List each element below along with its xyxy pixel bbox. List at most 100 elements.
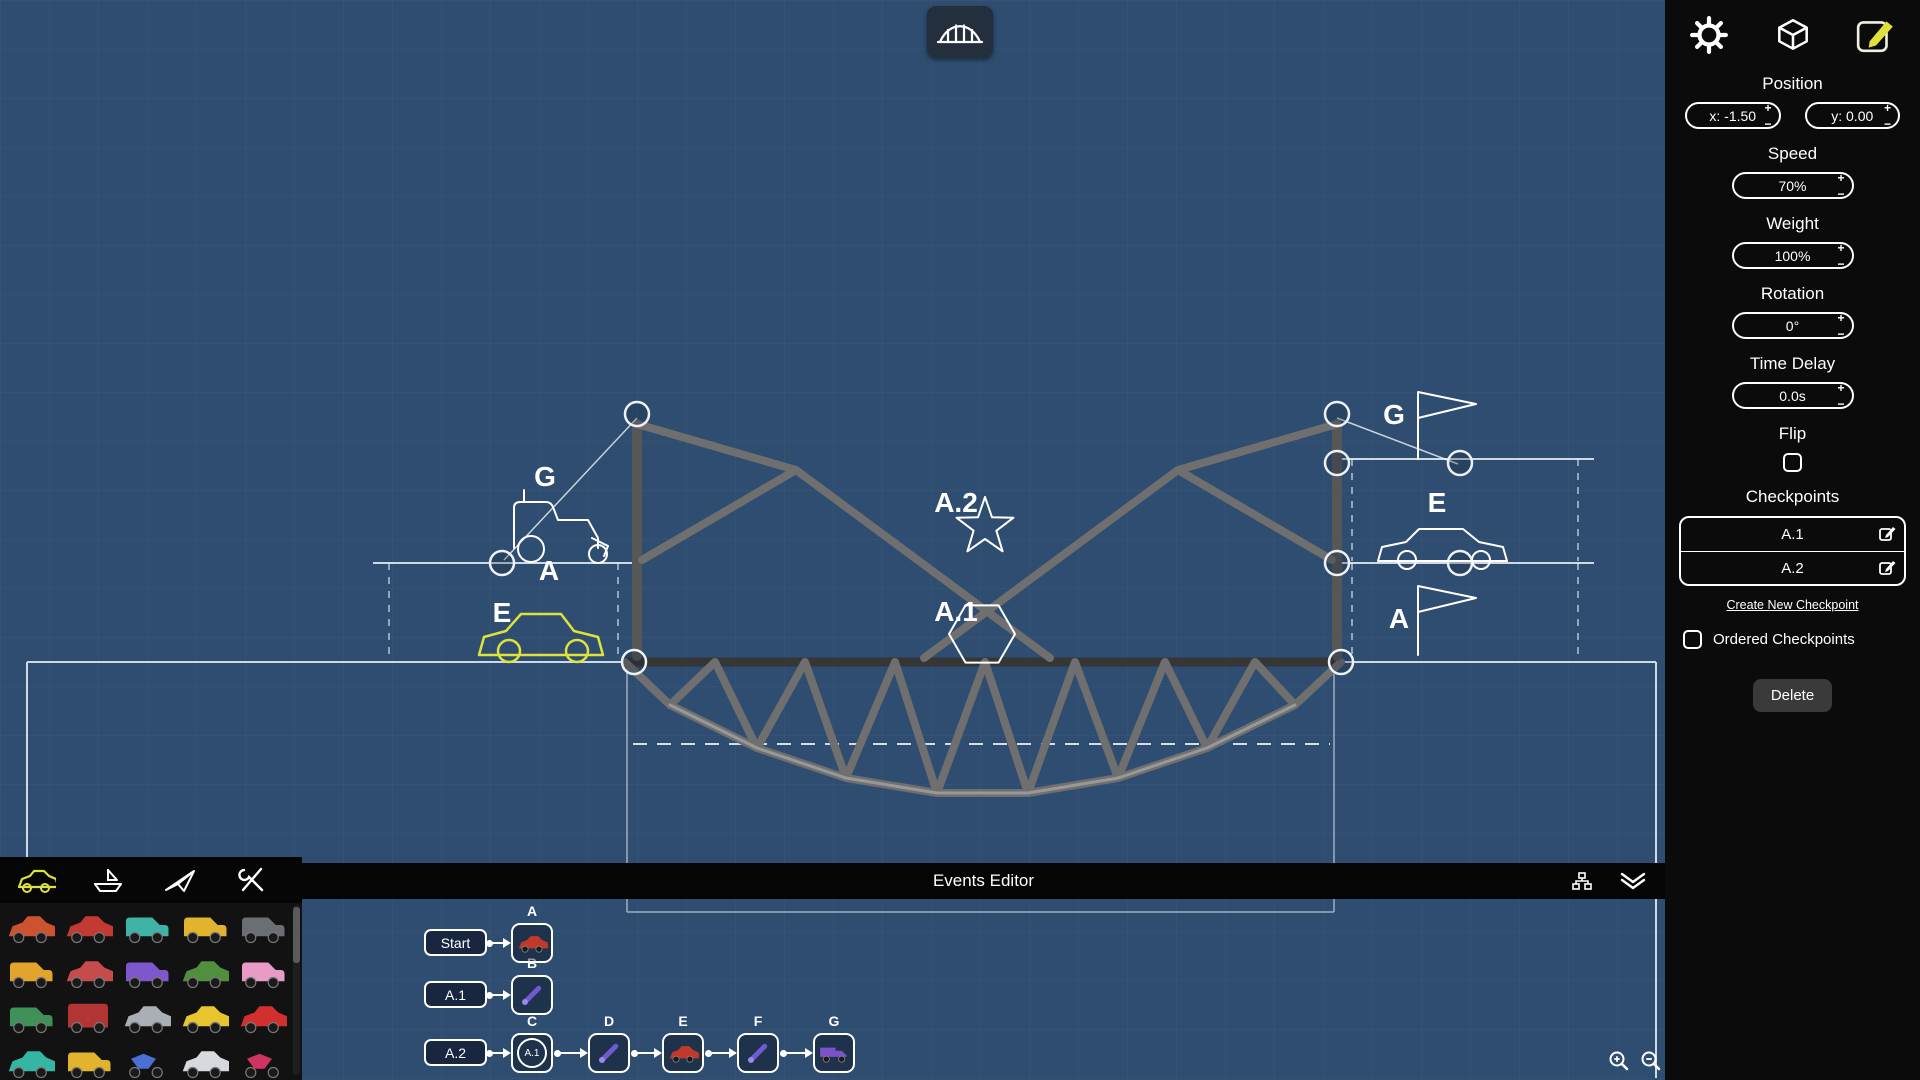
bridge-structure[interactable] bbox=[503, 417, 1459, 797]
rotation-decrement[interactable]: − bbox=[1837, 327, 1845, 341]
vehicle-thumb-16[interactable] bbox=[60, 1040, 117, 1080]
flag-g[interactable] bbox=[1417, 391, 1477, 460]
truck-icon bbox=[10, 1007, 53, 1033]
speed-input[interactable]: 70% + − bbox=[1731, 171, 1854, 201]
position-y-decrement[interactable]: − bbox=[1883, 117, 1891, 131]
flag-a[interactable] bbox=[1417, 585, 1477, 656]
event-node-label-e: E bbox=[678, 1013, 688, 1029]
trigger-start[interactable]: Start bbox=[424, 929, 487, 956]
car-icon bbox=[9, 915, 56, 943]
vehicle-thumb-11[interactable] bbox=[60, 995, 117, 1039]
vehicle-car-e-selected[interactable] bbox=[477, 612, 605, 664]
vehicle-thumb-1[interactable] bbox=[60, 905, 117, 949]
time-delay-decrement[interactable]: − bbox=[1837, 397, 1845, 411]
event-node-c[interactable]: A.1 bbox=[511, 1033, 553, 1073]
car-icon bbox=[182, 960, 229, 988]
vehicle-tractor-g[interactable] bbox=[513, 489, 609, 564]
event-node-e[interactable] bbox=[662, 1033, 704, 1073]
collapse-events-icon[interactable] bbox=[1620, 871, 1646, 891]
vehicle-thumb-18[interactable] bbox=[175, 1040, 232, 1080]
weight-decrement[interactable]: − bbox=[1837, 257, 1845, 271]
vehicle-thumb-15[interactable] bbox=[2, 1040, 59, 1080]
vehicle-car-e-right[interactable] bbox=[1377, 528, 1508, 570]
tab-boats[interactable] bbox=[80, 860, 136, 900]
tab-planes[interactable] bbox=[152, 860, 208, 900]
event-node-d[interactable] bbox=[588, 1033, 630, 1073]
palette-scrollbar-thumb[interactable] bbox=[293, 907, 300, 963]
label-left-a: A bbox=[539, 555, 559, 586]
flip-checkbox[interactable] bbox=[1783, 453, 1802, 472]
checkpoint-row-a2[interactable]: A.2 bbox=[1681, 551, 1904, 584]
weight-increment[interactable]: + bbox=[1837, 241, 1845, 255]
checkpoint-name: A.2 bbox=[1781, 559, 1804, 577]
edit-checkpoint-icon[interactable] bbox=[1878, 559, 1896, 577]
position-x-increment[interactable]: + bbox=[1764, 101, 1772, 115]
position-y-increment[interactable]: + bbox=[1883, 101, 1891, 115]
flow-tree-icon bbox=[1572, 872, 1592, 890]
vehicle-thumb-10[interactable] bbox=[2, 995, 59, 1039]
position-x-input[interactable]: x: -1.50 + − bbox=[1685, 101, 1781, 131]
vehicle-thumb-5[interactable] bbox=[2, 950, 59, 994]
shapes-icon[interactable] bbox=[1771, 13, 1815, 57]
checkpoint-star-a2[interactable] bbox=[955, 496, 1015, 553]
joints[interactable] bbox=[488, 400, 1474, 676]
left-stay-beams bbox=[633, 420, 1054, 662]
rotation-increment[interactable]: + bbox=[1837, 311, 1845, 325]
plane-icon bbox=[165, 870, 195, 892]
palette-scrollbar[interactable] bbox=[293, 905, 300, 1075]
event-flow-icon[interactable] bbox=[1572, 872, 1592, 890]
edit-checkpoint-icon[interactable] bbox=[1878, 525, 1896, 543]
truck-icon bbox=[820, 1047, 847, 1063]
time-delay-input[interactable]: 0.0s + − bbox=[1731, 381, 1854, 411]
checkpoint-ref-icon: A.1 bbox=[517, 1038, 547, 1068]
arrow-a2-to-c bbox=[486, 1047, 511, 1058]
zoom-in-icon[interactable] bbox=[1608, 1050, 1630, 1072]
event-node-f[interactable] bbox=[737, 1033, 779, 1073]
car-icon bbox=[240, 1005, 287, 1033]
edit-vehicle-icon[interactable] bbox=[1854, 13, 1898, 57]
checkpoint-row-a1[interactable]: A.1 bbox=[1681, 518, 1904, 551]
weight-input[interactable]: 100% + − bbox=[1731, 241, 1854, 271]
create-new-checkpoint-link[interactable]: Create New Checkpoint bbox=[1726, 598, 1859, 612]
panel-icon-row bbox=[1665, 0, 1920, 59]
vehicle-thumb-12[interactable] bbox=[118, 995, 175, 1039]
vehicle-thumb-2[interactable] bbox=[118, 905, 175, 949]
vehicle-thumb-19[interactable] bbox=[233, 1040, 290, 1080]
position-y-input[interactable]: y: 0.00 + − bbox=[1804, 101, 1900, 131]
speed-decrement[interactable]: − bbox=[1837, 187, 1845, 201]
vehicle-thumb-9[interactable] bbox=[233, 950, 290, 994]
trigger-a1[interactable]: A.1 bbox=[424, 981, 487, 1008]
position-x-decrement[interactable]: − bbox=[1764, 117, 1772, 131]
event-node-g[interactable] bbox=[813, 1033, 855, 1073]
van-icon bbox=[125, 917, 169, 943]
car-icon bbox=[66, 960, 114, 988]
wrench-icon bbox=[238, 867, 264, 892]
vehicle-thumb-6[interactable] bbox=[60, 950, 117, 994]
checkpoint-hexagon-a1[interactable] bbox=[948, 604, 1016, 664]
event-node-b[interactable] bbox=[511, 975, 553, 1015]
checkpoint-name: A.1 bbox=[1781, 526, 1804, 543]
tab-vehicles[interactable] bbox=[8, 860, 64, 900]
vehicle-thumb-17[interactable] bbox=[118, 1040, 175, 1080]
time-delay-increment[interactable]: + bbox=[1837, 381, 1845, 395]
vehicle-thumb-13[interactable] bbox=[175, 995, 232, 1039]
tab-tools[interactable] bbox=[224, 860, 280, 900]
vehicle-thumb-4[interactable] bbox=[233, 905, 290, 949]
vehicle-thumb-0[interactable] bbox=[2, 905, 59, 949]
speed-increment[interactable]: + bbox=[1837, 171, 1845, 185]
bridge-shapes-tool-button[interactable] bbox=[927, 6, 993, 58]
settings-icon[interactable] bbox=[1687, 13, 1731, 57]
event-node-a[interactable] bbox=[511, 923, 553, 963]
vehicle-thumb-8[interactable] bbox=[175, 950, 232, 994]
rotation-input[interactable]: 0° + − bbox=[1731, 311, 1854, 341]
zoom-out-icon[interactable] bbox=[1640, 1050, 1662, 1072]
trigger-a2[interactable]: A.2 bbox=[424, 1039, 487, 1066]
rotation-stepper: + − bbox=[1837, 311, 1845, 341]
vehicle-thumb-3[interactable] bbox=[175, 905, 232, 949]
vehicle-thumb-7[interactable] bbox=[118, 950, 175, 994]
vehicle-thumb-14[interactable] bbox=[233, 995, 290, 1039]
delete-button[interactable]: Delete bbox=[1752, 679, 1833, 712]
time-delay-stepper: + − bbox=[1837, 381, 1845, 411]
ordered-checkpoints-checkbox[interactable] bbox=[1683, 630, 1702, 649]
